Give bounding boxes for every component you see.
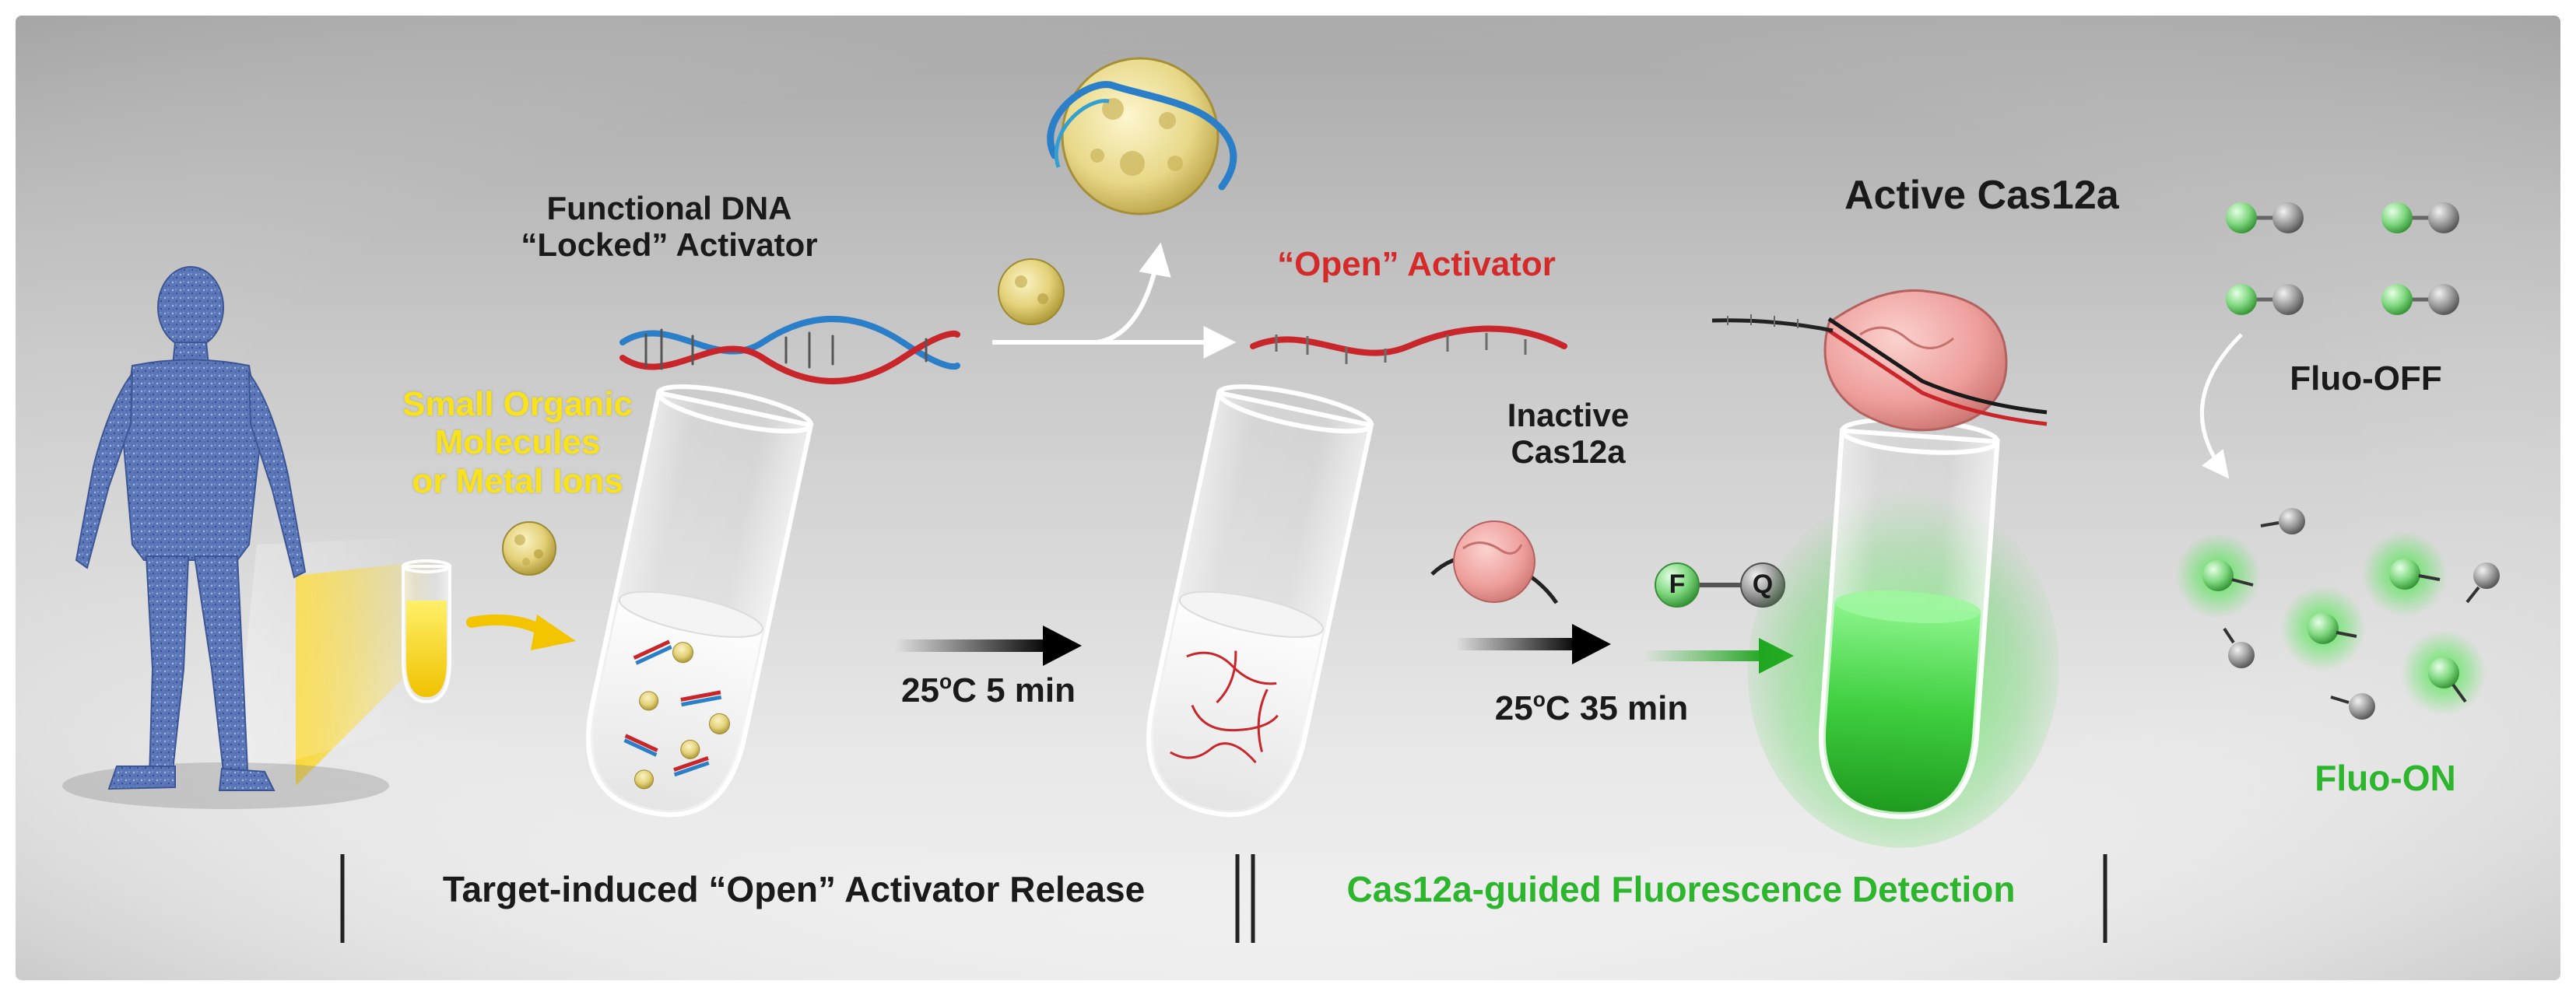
locked-activator-label: Functional DNA “Locked” Activator bbox=[506, 190, 833, 263]
step1-condition: 25oC 5 min bbox=[848, 670, 1128, 710]
step2-degree: o bbox=[1532, 688, 1546, 711]
step1-temp: 25 bbox=[901, 671, 939, 710]
fluo-on-reporters bbox=[2175, 508, 2500, 720]
stage-detection-label: Cas12a-guided Fluorescence Detection bbox=[1346, 869, 2016, 909]
target-molecule-icon bbox=[502, 521, 556, 576]
test-tube-3 bbox=[1747, 417, 2059, 848]
cas12a-text: Cas12a bbox=[1511, 433, 1626, 471]
open-activator-strand bbox=[1250, 325, 1567, 364]
metal-ions-text: or Metal Ions bbox=[412, 461, 623, 500]
step1-degree: o bbox=[939, 670, 953, 693]
target-label: Small Organic Molecules or Metal Ions bbox=[370, 385, 665, 500]
locked-activator-text: “Locked” Activator bbox=[521, 226, 818, 264]
inactive-cas12a-label: Inactive Cas12a bbox=[1467, 397, 1669, 470]
cleaved-grey-4 bbox=[2330, 693, 2375, 720]
stage-dividers bbox=[340, 854, 2107, 943]
locked-activator-dna bbox=[619, 316, 960, 384]
functional-dna-text: Functional DNA bbox=[546, 190, 792, 226]
small-organic-text: Small Organic bbox=[402, 385, 633, 423]
test-tube-2 bbox=[1146, 384, 1374, 818]
molecules-text: Molecules bbox=[434, 423, 601, 462]
stage-release-label: Target-induced “Open” Activator Release bbox=[442, 869, 1146, 909]
sample-tube bbox=[402, 559, 451, 704]
target-aptamer-complex bbox=[1047, 57, 1237, 215]
inactive-cas12a-enzyme bbox=[1430, 520, 1559, 604]
quencher-letter: Q bbox=[1752, 569, 1774, 599]
fluo-off-label: Fluo-OFF bbox=[2290, 359, 2442, 398]
cleaved-grey-1 bbox=[2260, 508, 2305, 534]
step1-unit: C 5 min bbox=[952, 671, 1076, 710]
sample-arrow bbox=[466, 614, 576, 650]
cleaved-green-2 bbox=[2362, 531, 2448, 617]
cleaved-grey-2 bbox=[2465, 562, 2500, 604]
cleaved-green-1 bbox=[2175, 533, 2261, 618]
human-figure bbox=[62, 266, 436, 809]
inactive-text: Inactive bbox=[1507, 397, 1630, 433]
fluorophore-letter: F bbox=[1669, 569, 1686, 599]
step1-arrow bbox=[895, 625, 1082, 666]
cleaved-green-4 bbox=[2401, 630, 2487, 716]
fluo-off-reporters bbox=[2226, 202, 2459, 315]
open-activator-label: “Open” Activator bbox=[1277, 245, 1556, 283]
active-cas12a-enzyme bbox=[1711, 289, 2048, 432]
step2-condition: 25oC 35 min bbox=[1444, 688, 1739, 727]
step2-unit: C 35 min bbox=[1545, 689, 1689, 728]
test-tube-1 bbox=[585, 384, 814, 818]
target-ball-icon bbox=[998, 258, 1065, 325]
release-split-arrow bbox=[992, 242, 1237, 359]
cleaved-grey-3 bbox=[2223, 627, 2255, 668]
step2-temp: 25 bbox=[1494, 689, 1533, 728]
cleaved-green-3 bbox=[2280, 586, 2366, 671]
fluo-on-label: Fluo-ON bbox=[2315, 758, 2456, 798]
cleavage-arrow bbox=[2200, 333, 2243, 479]
active-cas12a-label: Active Cas12a bbox=[1844, 173, 2119, 218]
